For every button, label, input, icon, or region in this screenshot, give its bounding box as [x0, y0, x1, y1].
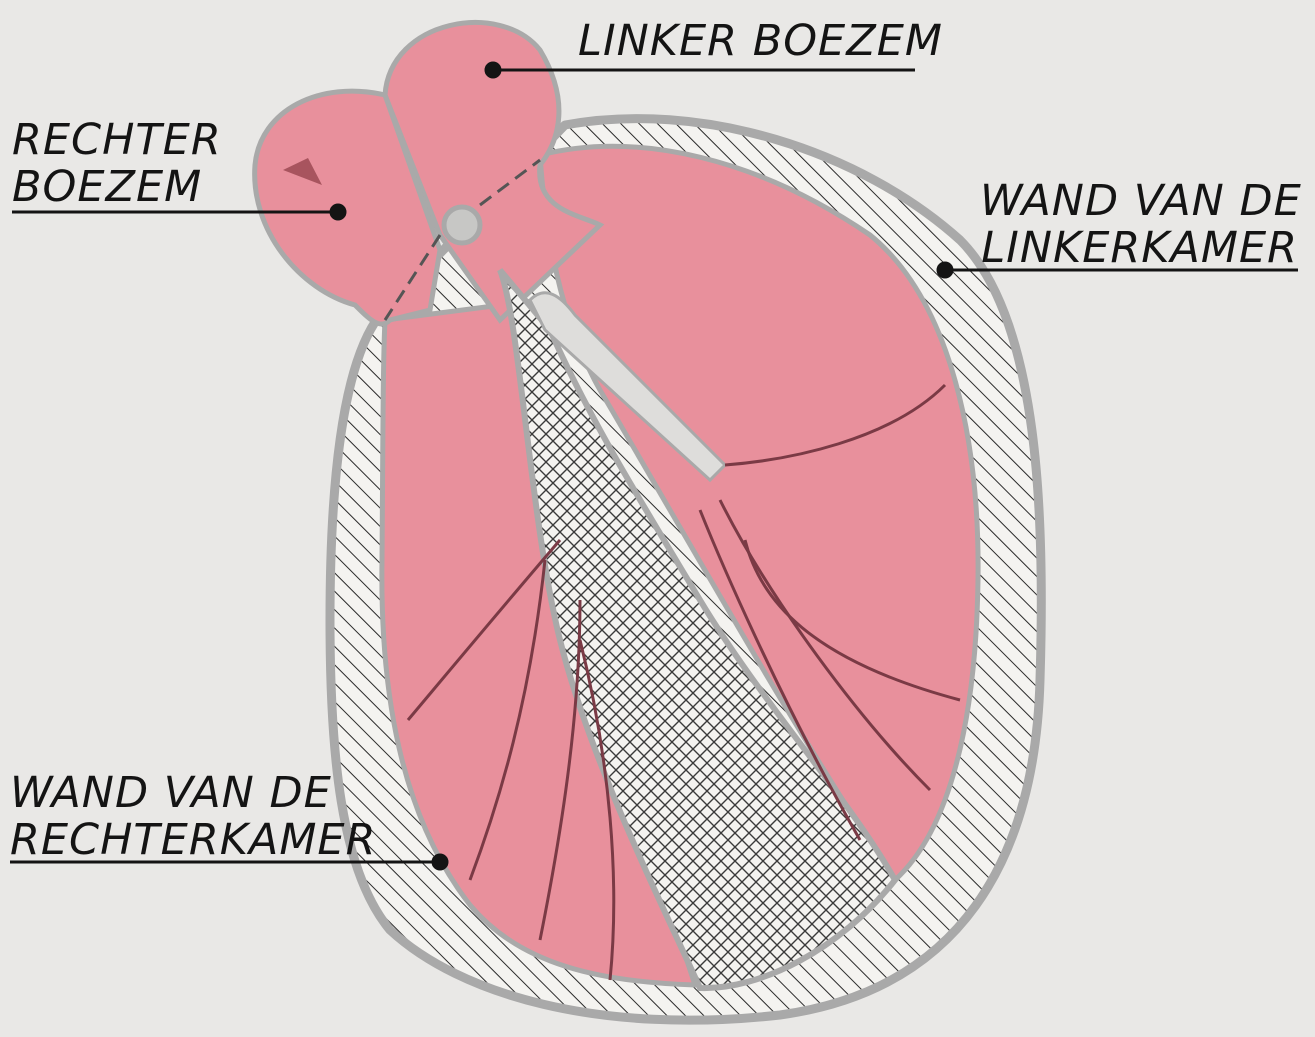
label-right-atrium: RECHTER BOEZEM — [12, 117, 222, 211]
label-left-ventricle-wall: WAND VAN DE LINKERKAMER — [980, 178, 1298, 272]
label-left-atrium: LINKER BOEZEM — [578, 18, 943, 65]
label-left-wall-line2: LINKERKAMER — [980, 225, 1298, 272]
label-right-ventricle-wall: WAND VAN DE RECHTERKAMER — [10, 770, 376, 864]
label-left-wall-line1: WAND VAN DE — [980, 178, 1298, 225]
label-right-atrium-line2: BOEZEM — [12, 164, 222, 211]
label-right-wall-line1: WAND VAN DE — [10, 770, 376, 817]
label-right-atrium-line1: RECHTER — [12, 117, 222, 164]
label-right-wall-line2: RECHTERKAMER — [10, 817, 376, 864]
